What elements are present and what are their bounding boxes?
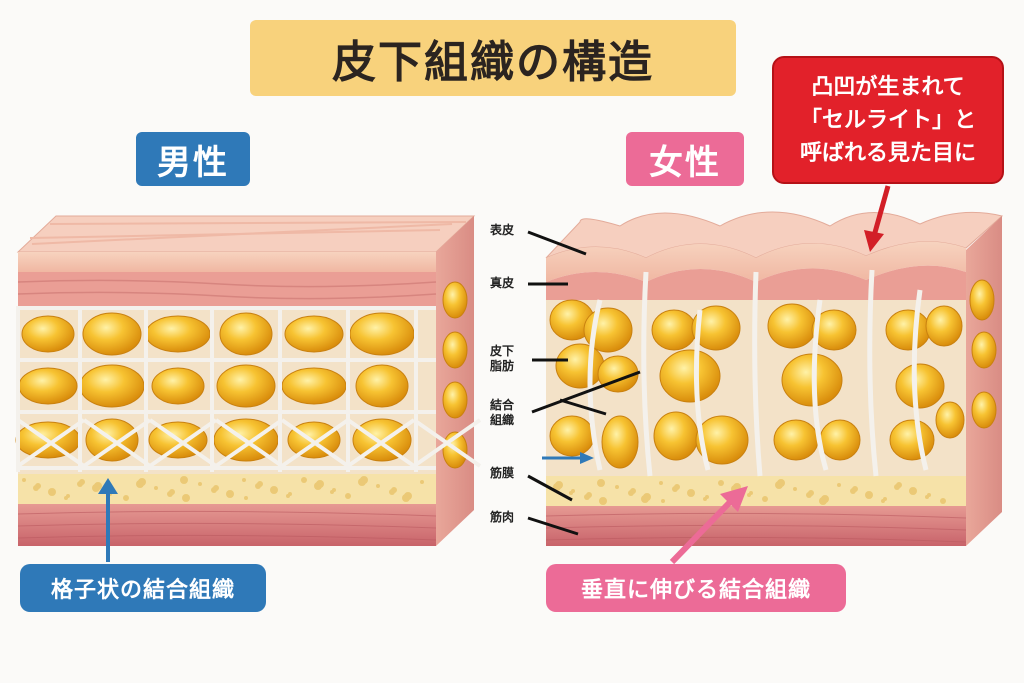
fat-cell: [935, 401, 965, 439]
fat-cell: [82, 312, 142, 356]
cellulite-callout: 凸凹が生まれて 「セルライト」と 呼ばれる見た目に: [772, 56, 1004, 184]
female-small-arrow: [542, 452, 594, 464]
fat-cell: [151, 367, 205, 405]
male-bottom-arrow: [98, 478, 118, 562]
layer-leader-lines: [527, 230, 641, 536]
fat-cell: [925, 305, 963, 347]
female-bottom-arrow: [669, 486, 748, 565]
fat-cell: [895, 363, 945, 409]
fat-cell: [442, 331, 468, 369]
label-fascia: 筋膜: [490, 466, 515, 480]
male-connective-label: 格子状の結合組織: [20, 564, 266, 612]
label-epidermis: 表皮: [490, 223, 515, 237]
fat-cell: [284, 315, 344, 353]
fat-cell: [885, 309, 931, 351]
fat-cell: [18, 367, 78, 405]
fat-cell: [281, 367, 347, 405]
fat-cell: [79, 364, 145, 408]
fat-cell: [819, 419, 861, 461]
fat-cell: [555, 343, 605, 389]
fat-cell: [767, 303, 817, 349]
male-lattice-connective-tissue: [16, 306, 482, 472]
fat-cell: [349, 312, 415, 356]
fat-cell: [21, 315, 75, 353]
female-connective-label: 垂直に伸びる結合組織: [546, 564, 846, 612]
fat-cell: [355, 364, 409, 408]
label-subcutaneous-fat: 皮下 脂肪: [490, 344, 514, 374]
fat-cell: [651, 309, 697, 351]
fat-cell: [691, 305, 741, 351]
fat-cell: [889, 419, 935, 461]
callout-arrow: [864, 185, 891, 252]
fat-cell: [811, 309, 857, 351]
female-vertical-connective-tissue: [587, 269, 929, 477]
fat-cell: [971, 331, 997, 369]
callout-line-1: 凸凹が生まれて: [811, 74, 965, 100]
label-muscle: 筋肉: [490, 510, 515, 524]
fat-cell: [773, 419, 819, 461]
fat-cell: [145, 315, 211, 353]
fat-cell: [659, 349, 721, 403]
fat-cell: [969, 279, 995, 321]
fat-cell: [971, 391, 997, 429]
label-connective-tissue: 結合 組織: [490, 398, 514, 428]
label-connective-tissue-line2: 組織: [490, 413, 515, 427]
fat-cell: [442, 281, 468, 319]
callout-line-2: 「セルライト」と: [799, 107, 976, 133]
page-title: 皮下組織の構造: [250, 20, 736, 96]
label-dermis: 真皮: [490, 276, 515, 290]
female-badge: 女性: [626, 132, 744, 186]
label-subcutaneous-fat-line1: 皮下: [490, 344, 515, 358]
fat-cell: [219, 312, 273, 356]
fat-cell: [653, 411, 699, 461]
label-connective-tissue-line1: 結合: [490, 398, 515, 412]
label-subcutaneous-fat-line2: 脂肪: [490, 359, 515, 373]
callout-line-3: 呼ばれる見た目に: [799, 140, 976, 166]
fat-cell: [216, 364, 276, 408]
fat-cell: [549, 415, 595, 457]
male-badge: 男性: [136, 132, 250, 186]
fat-cell: [695, 415, 749, 465]
fat-cell: [442, 381, 468, 419]
fat-cell: [601, 415, 639, 469]
